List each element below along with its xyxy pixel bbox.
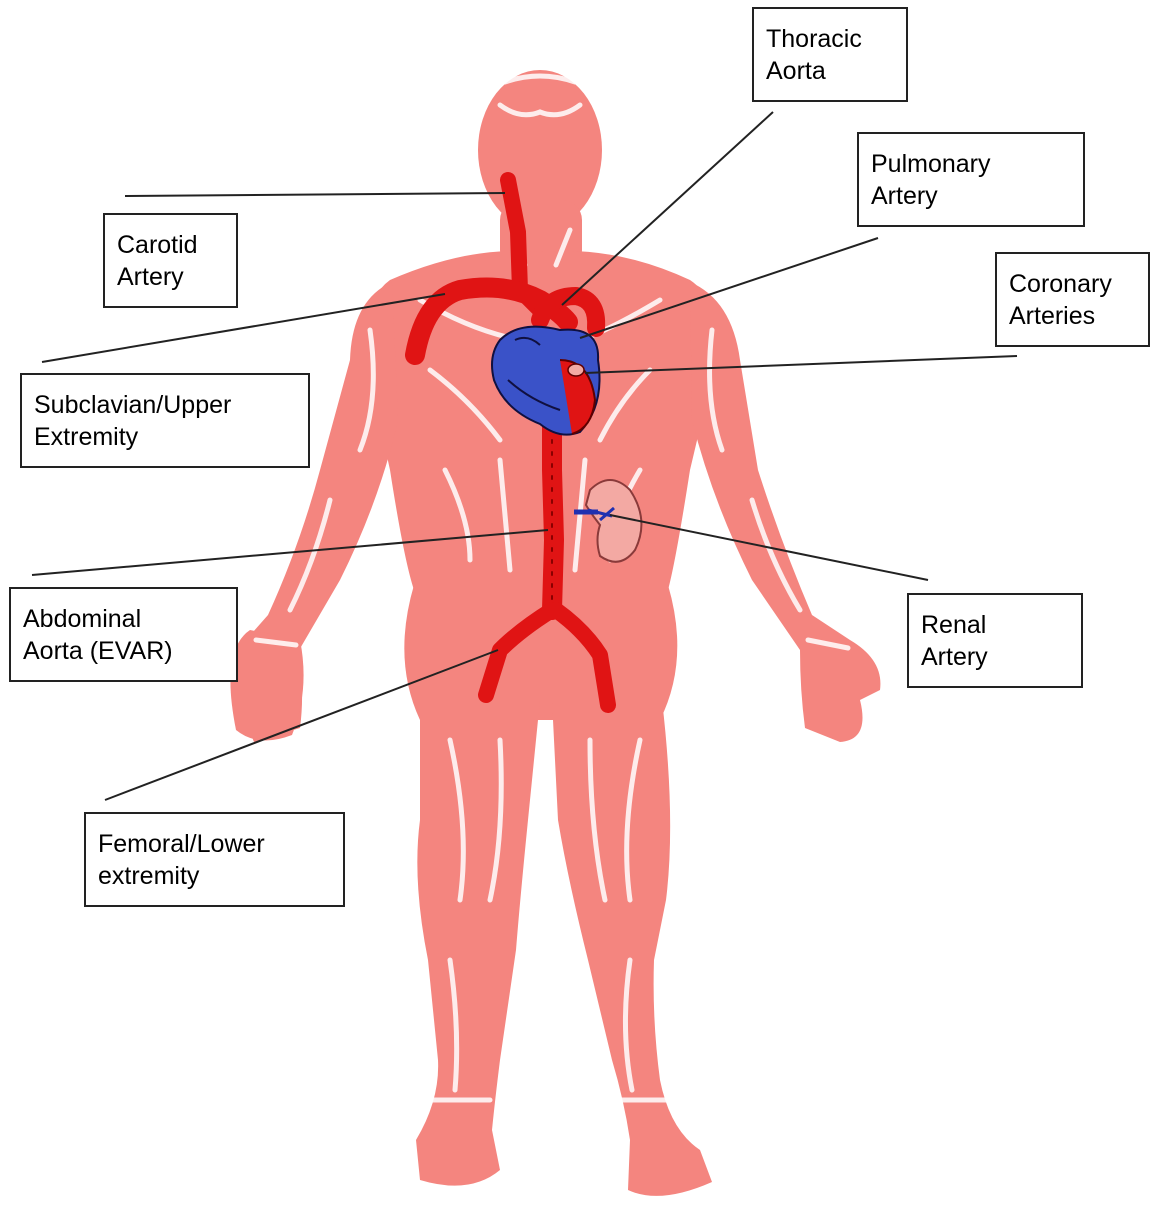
label-femoral-lower-extremity: Femoral/Lower extremity: [84, 812, 345, 907]
label-line-2: Aorta (EVAR): [23, 635, 226, 667]
label-line-2: Artery: [871, 180, 1073, 212]
label-renal-artery: Renal Artery: [907, 593, 1083, 688]
label-line-2: Arteries: [1009, 300, 1138, 332]
label-thoracic-aorta: Thoracic Aorta: [752, 7, 908, 102]
label-subclavian-upper-extremity: Subclavian/Upper Extremity: [20, 373, 310, 468]
label-carotid-artery: Carotid Artery: [103, 213, 238, 308]
label-line-2: Aorta: [766, 55, 896, 87]
label-abdominal-aorta: Abdominal Aorta (EVAR): [9, 587, 238, 682]
label-line-2: Extremity: [34, 421, 298, 453]
label-line-2: Artery: [921, 641, 1071, 673]
leader-carotid-artery: [125, 193, 505, 196]
label-line-1: Subclavian/Upper: [34, 389, 298, 421]
label-line-1: Pulmonary: [871, 148, 1073, 180]
label-line-2: Artery: [117, 261, 226, 293]
label-line-1: Carotid: [117, 229, 226, 261]
label-pulmonary-artery: Pulmonary Artery: [857, 132, 1085, 227]
label-line-2: extremity: [98, 860, 333, 892]
label-line-1: Thoracic: [766, 23, 896, 55]
label-line-1: Coronary: [1009, 268, 1138, 300]
label-line-1: Abdominal: [23, 603, 226, 635]
label-coronary-arteries: Coronary Arteries: [995, 252, 1150, 347]
human-body-silhouette: [230, 70, 880, 1196]
label-line-1: Renal: [921, 609, 1071, 641]
label-line-1: Femoral/Lower: [98, 828, 333, 860]
